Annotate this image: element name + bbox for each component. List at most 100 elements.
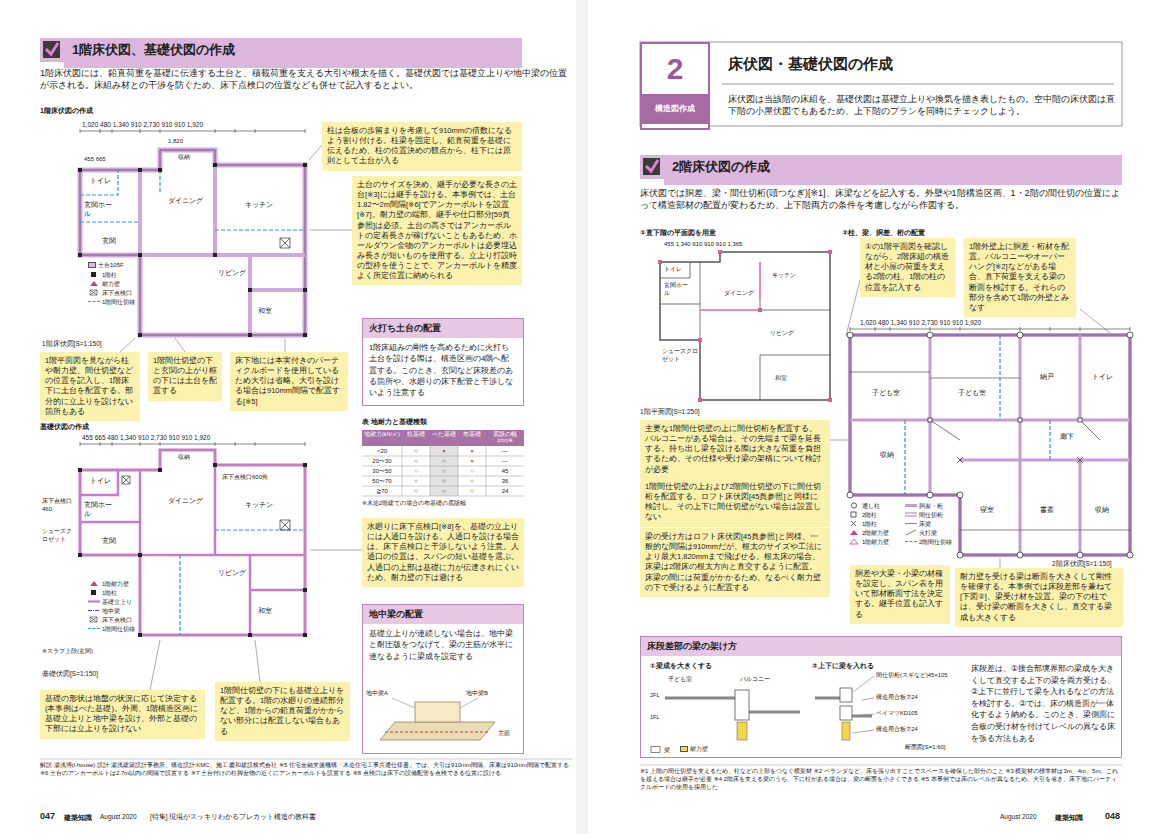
callout-note: 1階外壁上に胴差・桁材を配置。バルコニーやオーバーハング[※2]などがある場合、…: [964, 238, 1076, 317]
section-drawing: [735, 690, 749, 720]
floor-plan-2f: [850, 335, 1130, 555]
callout-note: 胴差や大梁・小梁の材種を設定し、スパン表を用いて部材断面寸法を決定する。継手位置…: [850, 565, 950, 624]
legend-text: 耐力壁: [690, 746, 708, 752]
header-icon: [640, 155, 664, 179]
dimension-line: [850, 327, 1130, 331]
legend-text: 通し柱: [862, 503, 880, 509]
text-label: 1FL: [650, 714, 659, 721]
legend-symbol: [905, 513, 917, 516]
table-cell: ×: [458, 448, 486, 456]
legend-symbol: [88, 289, 100, 296]
box-heading: 2: [642, 44, 708, 94]
section-header: 1階床伏図、基礎伏図の作成: [64, 38, 522, 68]
text-label: 床伏図では胴差、梁・間仕切桁(頭つなぎ)[※1]、床梁などを記入する。外壁や1階…: [640, 188, 1122, 211]
legend-symbol: [906, 530, 916, 535]
legend-symbol: [90, 581, 98, 586]
table-header: 底版の幅(cm)※: [486, 431, 524, 443]
text-label: ※木造2階建ての場合の布基礎の底版幅: [362, 500, 524, 508]
legend-item: 1階柱: [88, 271, 117, 278]
leader-line: [120, 145, 352, 352]
table-cell: ○: [458, 468, 486, 476]
floor-plan-2f: [928, 418, 932, 422]
text-label: 基礎伏図[S=1:150]: [42, 670, 98, 678]
floor-plan-2f: [847, 332, 853, 338]
legend-item: 間仕切桁: [905, 511, 943, 518]
table-cell: 30〜50: [362, 468, 402, 476]
table-cell: ○: [458, 488, 486, 496]
legend-symbol: [88, 589, 100, 596]
floor-plan-2f: [1078, 418, 1082, 422]
text-label: 玄関: [102, 536, 116, 545]
section-drawing: [842, 722, 850, 740]
text-label: 納戸: [1040, 372, 1054, 381]
table-cell: 45: [486, 468, 524, 476]
legend-item: 床下点検口: [88, 289, 132, 296]
text-label: 寝室: [980, 505, 994, 514]
legend-symbol: [850, 539, 858, 544]
legend-item: 1階柱: [88, 589, 117, 596]
legend-symbol: [90, 290, 97, 295]
text-label: [特集] 現場がスッキリわかるプレカット構造の教科書: [150, 813, 316, 821]
text-label: August 2020: [1000, 813, 1037, 821]
legend-item: 2階耐力壁: [848, 529, 889, 536]
legend-item: 1階間仕切線: [88, 625, 135, 632]
box-text: 基礎立上りが連続しない場合は、地中梁と耐圧版をつなげて、梁の主筋が水平に連なるよ…: [363, 624, 523, 666]
table-cell: ○: [402, 488, 430, 496]
floor-plan-2f: [905, 335, 1050, 495]
text-label: ※スラブ上段(玄関): [42, 648, 142, 656]
section-drawing: [840, 688, 852, 702]
box-text: 1階間仕切壁の下と玄関の上がり框の下には土台を配置する: [153, 356, 217, 397]
floor-plan-2f: [1017, 332, 1023, 338]
callout-note: 水廻りに床下点検口[※8]を、基礎の立上りには人通口を設ける。人通口を設ける場合…: [362, 518, 524, 587]
legend-symbol: [848, 538, 860, 545]
box-heading: 火打ち土台の配置: [363, 319, 523, 338]
legend-text: 床梁: [919, 521, 931, 527]
legend-item: 2階柱: [848, 511, 877, 518]
box-text: 梁の受け方はロフト床伏図[45頁参照]と同様、一般的な間隔は910mmだが、根太…: [645, 532, 825, 593]
legend-symbol: [848, 511, 860, 518]
header-icon: [46, 43, 58, 54]
header-icon: [43, 41, 60, 58]
foundation-plan: [78, 463, 307, 637]
text-label: 047: [40, 811, 55, 823]
table-cell: ×: [458, 458, 486, 466]
box-text: ①の1階平面図を確認しながら、2階床組の構造材と小屋の荷重を支える2階の柱、1階…: [865, 242, 950, 293]
legend-text: 胴差・桁: [919, 503, 943, 509]
legend-symbol: [88, 628, 100, 629]
legend-item: 耐力壁: [680, 746, 708, 752]
text-label: トイレ: [1092, 372, 1113, 381]
grade-beam-figure: [385, 731, 490, 732]
grade-beam-figure: [392, 698, 415, 708]
foundation-plan: [180, 530, 305, 635]
legend-symbol: [88, 580, 100, 587]
table-header: 杭基礎: [402, 431, 430, 437]
legend-symbol: [91, 272, 96, 277]
legend-swatch: [88, 262, 96, 268]
text-label: 子ども室: [668, 676, 692, 684]
text-label: 床下点検口600角: [222, 474, 270, 482]
floor-plan-2f: [1017, 552, 1023, 558]
table-cell: 50〜70: [362, 478, 402, 486]
legend-item: 耐力壁: [88, 280, 120, 287]
legend-symbol: [88, 598, 100, 605]
legend-text: 2階柱: [862, 512, 877, 518]
box-heading: 地中梁の配置: [363, 605, 523, 624]
title-frame: [640, 42, 1122, 126]
table-cell: ○: [402, 448, 430, 456]
foundation-plan: [80, 465, 305, 635]
legend-text: 1階耐力壁: [862, 539, 889, 545]
legend-item: 1階耐力壁: [88, 580, 129, 587]
text-label: 収納: [1095, 505, 1109, 514]
legend-text: 2階耐力壁: [862, 530, 889, 536]
table-grid: [362, 430, 524, 446]
foundation-plan: [78, 450, 307, 637]
legend-item: 基礎立上り: [88, 598, 132, 605]
text-label: トイレ: [90, 176, 111, 185]
box-text: 主要な1階間仕切壁の上に間仕切桁を配置する。バルコニーがある場合は、その先端まで…: [645, 424, 825, 475]
text-label: 玄関ホール: [664, 282, 688, 298]
callout-note: 柱は合板の歩留まりを考慮して910mmの倍数になるよう割り付ける。柱梁を固定し、…: [322, 122, 522, 171]
text-label: 主筋: [498, 730, 510, 738]
text-label: 表 地耐力と基礎種類: [362, 418, 427, 426]
text-label: 床伏図は当該階の床組を、基礎伏図は基礎立上りや換気を描き表したもの。空中階の床伏…: [728, 94, 1118, 117]
table-cell: —: [486, 448, 524, 456]
